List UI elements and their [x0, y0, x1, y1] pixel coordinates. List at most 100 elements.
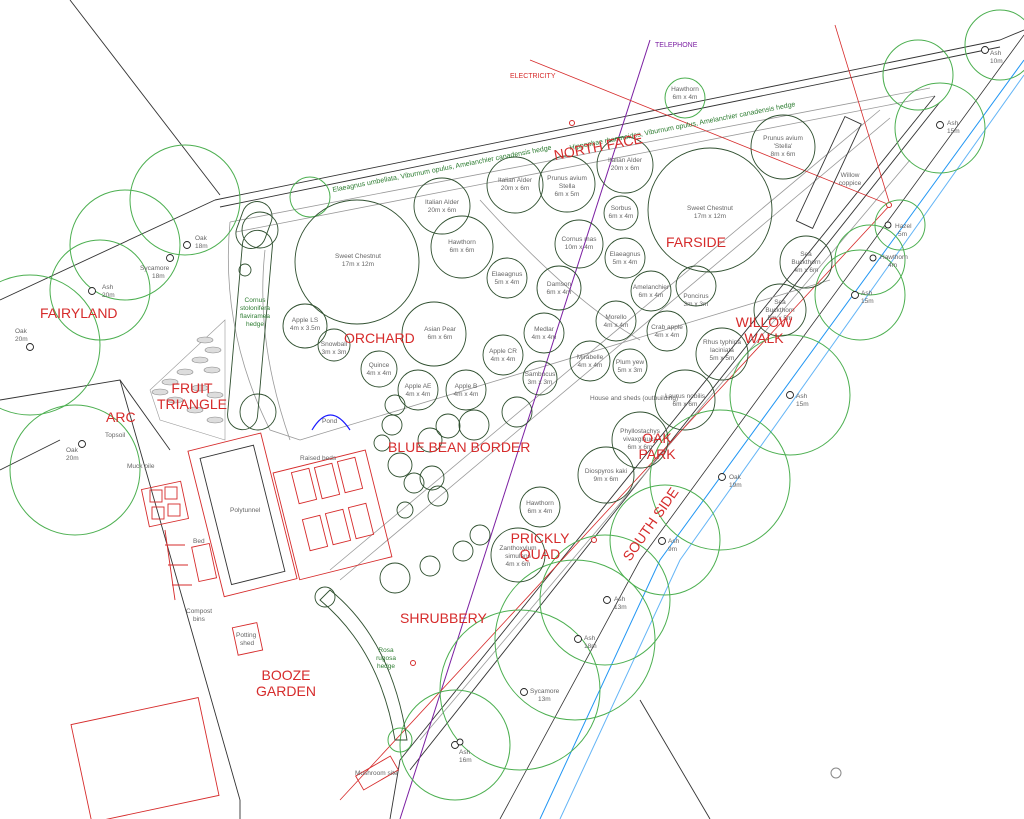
zone-fruit-l1: FRUIT	[171, 380, 213, 396]
tree-label: Phyllostachys	[620, 428, 660, 435]
tree-label: coppice	[839, 180, 862, 187]
raised-beds-label: Raised beds	[300, 455, 337, 462]
muck-pile-label: Muck pile	[127, 463, 155, 470]
cornus-hedge-l4: hedge	[246, 321, 264, 328]
tree-label: Elaeagnus	[492, 271, 523, 278]
tree-label: 13m	[538, 696, 551, 703]
tree-label: 8m x 6m	[771, 151, 796, 158]
tree-label: Sycamore	[140, 265, 170, 272]
tree-label: Oak	[195, 235, 208, 242]
tree-label: Snowball	[321, 341, 348, 348]
tree-label: Asian Pear	[424, 326, 457, 333]
tree-label: 18m	[584, 643, 597, 650]
tree-label: 6m x 4m	[609, 213, 634, 220]
tree-label: Hazel	[895, 223, 912, 230]
telephone-label: TELEPHONE	[655, 42, 698, 49]
cornus-hedge-l3: flaviramea	[240, 313, 270, 320]
tree-label: 4m x 4m	[532, 334, 557, 341]
tree-label: Hawthorn	[880, 254, 908, 261]
tree-label: 4m x 6m	[506, 561, 531, 568]
interior-trees	[149, 114, 862, 741]
polytunnel-label: Polytunnel	[230, 507, 261, 514]
tree-label: 3m x 3m	[684, 301, 709, 308]
zone-blue-bean: BLUE BEAN BORDER	[388, 439, 530, 455]
tree-label: simulans	[505, 553, 531, 560]
tree-label: laciniata	[710, 347, 734, 354]
boundary-trees	[0, 9, 1024, 801]
tree-label: Italian Alder	[498, 177, 533, 184]
tree-label: 6m x 4m	[639, 292, 664, 299]
tree-label: Oak	[66, 447, 79, 454]
cornus-hedge-l2: stolonifera	[240, 305, 270, 312]
tree-label: 6m x 4m	[528, 508, 553, 515]
tree-label: 9m x 6m	[594, 476, 619, 483]
rosa-hedge-l2: rugosa	[376, 655, 396, 662]
tree-label: Ash	[861, 290, 873, 297]
tree-label: 18m	[195, 243, 208, 250]
tree-label: 6m x 6m	[450, 247, 475, 254]
tree-label: 4m x 4m	[604, 322, 629, 329]
tree-label: 18m	[152, 273, 165, 280]
rosa-hedge-l1: Rosa	[378, 647, 394, 654]
potting-label-2: shed	[240, 640, 254, 647]
tree-label: 9m	[668, 546, 677, 553]
compost-label-2: bins	[193, 616, 206, 623]
zone-oak-l2: PARK	[638, 446, 676, 462]
tree-label: 3m x 3m	[528, 379, 553, 386]
tree-label: 20m	[102, 292, 115, 299]
house-label: House and sheds (outbuilding)	[590, 395, 678, 402]
tree-label: Ash	[614, 596, 626, 603]
tree-label: Apple LS	[292, 317, 319, 324]
tree-label: Apple CR	[489, 348, 517, 355]
tree-label: Sweet Chestnut	[335, 253, 381, 260]
tree-label: 10m x 4m	[565, 244, 594, 251]
tree-label: Sea	[774, 299, 786, 306]
tree-label: 4m x 4m	[406, 391, 431, 398]
zone-prickly-l2: QUAD	[520, 546, 560, 562]
tree-label: Ash	[947, 120, 959, 127]
tree-label: Sea	[800, 251, 812, 258]
tree-label: Hawthorn	[448, 239, 476, 246]
tree-label: Amelanchier	[633, 284, 670, 291]
zone-shrubbery: SHRUBBERY	[400, 610, 488, 626]
tree-label: Laurus nobilis	[665, 393, 706, 400]
tree-label: Hawthorn	[526, 500, 554, 507]
tree-label: Willow	[841, 172, 860, 179]
zone-arc: ARC	[106, 409, 136, 425]
tree-label: 4m x 4m	[655, 332, 680, 339]
tree-label: 5m x 5m	[710, 355, 735, 362]
tree-label: 6m x 4m	[547, 289, 572, 296]
tree-label: 20m	[15, 336, 28, 343]
tree-label: 15m	[796, 401, 809, 408]
tree-label: 5m x 4m	[495, 279, 520, 286]
tree-label: 4m	[888, 262, 897, 269]
tree-label: Ash	[584, 635, 596, 642]
zone-booze-l1: BOOZE	[261, 667, 310, 683]
zone-willow-l2: WALK	[744, 330, 784, 346]
tree-label: 5m x 3m	[618, 367, 643, 374]
zone-orchard: ORCHARD	[344, 330, 415, 346]
tree-label: Ash	[102, 284, 114, 291]
tree-label: 4m x 6m	[794, 267, 819, 274]
tree-label: Buckthorn	[791, 259, 821, 266]
tree-label: 20m	[66, 455, 79, 462]
tree-label: Apple AE	[405, 383, 432, 390]
tree-label: Ash	[668, 538, 680, 545]
tree-label: 13m	[614, 604, 627, 611]
zone-farside: FARSIDE	[666, 234, 726, 250]
tree-label: Italian Alder	[608, 157, 643, 164]
zone-fairyland: FAIRYLAND	[40, 305, 118, 321]
mushroom-label: Mushroom site	[355, 770, 398, 777]
tree-label: 20m x 6m	[501, 185, 530, 192]
topsoil-label: Topsoil	[105, 432, 126, 439]
cornus-hedge-l1: Cornus	[245, 297, 267, 304]
tree-label: 4m x 4m	[367, 370, 392, 377]
electricity-label: ELECTRICITY	[510, 73, 556, 80]
tree-label: Ash	[990, 50, 1002, 57]
zone-fruit-l2: TRIANGLE	[157, 396, 227, 412]
tree-label: 6m x 6m	[428, 334, 453, 341]
tree-label: 10m	[990, 58, 1003, 65]
tree-label: 17m x 12m	[342, 261, 374, 268]
tree-label: 15m	[861, 298, 874, 305]
